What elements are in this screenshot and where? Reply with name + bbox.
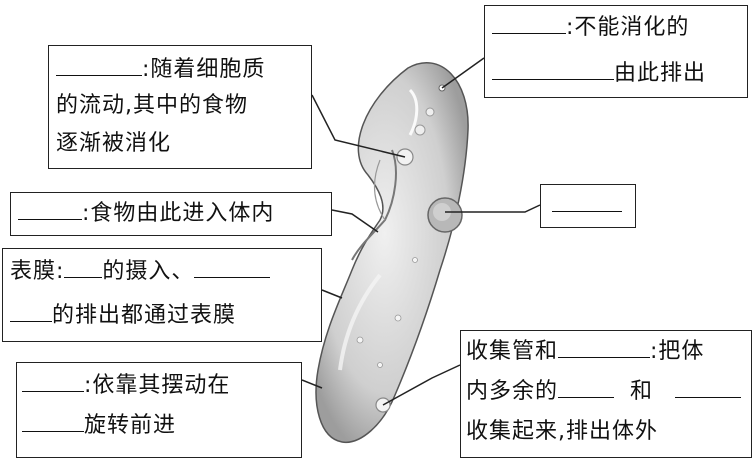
answer-blank[interactable] [64, 259, 103, 278]
label-contractile-vacuole [460, 330, 752, 458]
label-food-vacuole-line3: 逐渐被消化 [56, 131, 172, 156]
answer-blank[interactable] [558, 379, 615, 398]
label-oral-groove [10, 192, 332, 236]
leader-cilia [301, 379, 323, 389]
label-pellicle-line1: 表膜:的摄入、 [10, 258, 271, 286]
answer-blank[interactable] [552, 193, 622, 212]
answer-blank[interactable] [10, 303, 52, 322]
leader-oral-groove [331, 209, 379, 233]
answer-blank[interactable] [492, 15, 566, 34]
leader-food-vacuole [311, 94, 406, 158]
answer-blank[interactable] [18, 201, 82, 220]
answer-blank[interactable] [22, 373, 84, 392]
label-contractile-line2: 内多余的和 [466, 378, 742, 406]
paramecium-body [315, 62, 469, 443]
label-cilia-line2: 旋转前进 [22, 412, 176, 440]
label-food-vacuole-line1: :随着细胞质 [56, 56, 265, 84]
label-anal-pore-line2: 由此排出 [492, 60, 706, 88]
label-pellicle-line2: 的排出都通过表膜 [10, 302, 236, 330]
label-cilia [16, 362, 302, 458]
label-contractile-line1: 收集管和:把体 [466, 339, 705, 364]
label-contractile-line3: 收集起来,排出体外 [466, 419, 658, 444]
leader-anal-pore [441, 57, 485, 89]
answer-blank[interactable] [56, 57, 142, 76]
leader-contractile [382, 364, 461, 406]
label-oral-groove-line1: :食物由此进入体内 [18, 200, 274, 228]
leader-nucleus [445, 204, 541, 213]
leader-pellicle [321, 289, 343, 299]
label-nucleus [540, 184, 636, 228]
label-pellicle [2, 248, 322, 342]
label-cilia-line1: :依靠其摆动在 [22, 372, 230, 400]
label-food-vacuole-line2: 的流动,其中的食物 [56, 93, 248, 118]
answer-blank[interactable] [558, 339, 651, 358]
label-anal-pore [484, 5, 748, 98]
answer-blank[interactable] [194, 259, 271, 278]
label-food-vacuole [48, 45, 312, 169]
answer-blank[interactable] [492, 61, 614, 80]
label-anal-pore-line1: :不能消化的 [492, 14, 689, 42]
answer-blank[interactable] [675, 379, 742, 398]
label-nucleus-line1 [552, 192, 622, 220]
answer-blank[interactable] [22, 413, 84, 432]
